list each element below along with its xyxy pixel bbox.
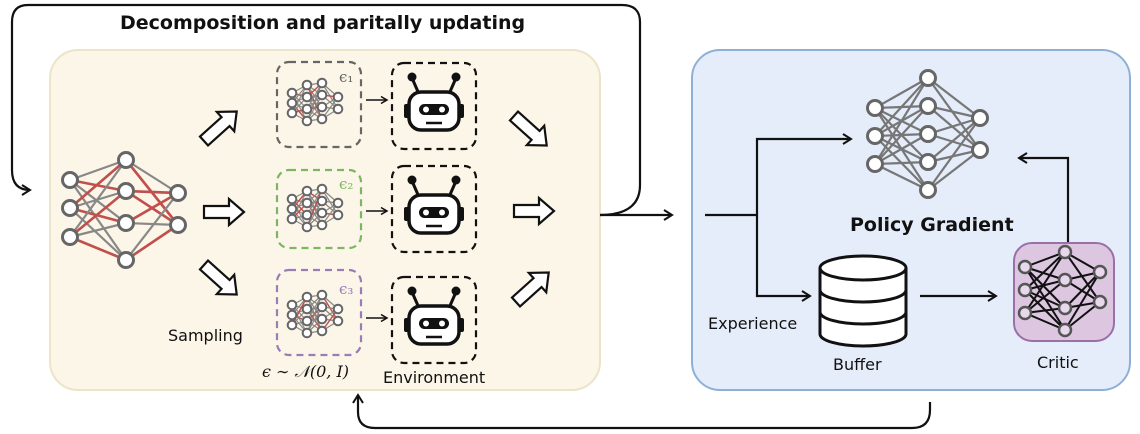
epsilon-1-label: ϵ₁ <box>339 68 354 86</box>
hollow-arrow-icon-up-right <box>510 271 550 309</box>
sample-box-2 <box>275 168 363 250</box>
neural-network-icon <box>61 151 187 269</box>
environment-box-2 <box>390 164 478 254</box>
critic-network-icon <box>1017 244 1108 338</box>
critic-to-policy-arrow <box>1017 152 1070 243</box>
hollow-arrow-icon-up-left <box>198 110 238 148</box>
experience-label: Experience <box>708 314 798 333</box>
critic-label: Critic <box>1037 353 1079 372</box>
hollow-arrow-icon-down-right <box>508 109 548 147</box>
hollow-arrow-icon-down-left <box>198 258 238 296</box>
environment-label: Environment <box>383 368 486 387</box>
environment-box-1 <box>390 61 478 151</box>
update-feedback-arrow <box>352 393 932 430</box>
policy-gradient-label: Policy Gradient <box>850 214 1014 236</box>
database-icon <box>818 254 908 348</box>
decomposition-loop-arrow <box>10 3 642 217</box>
robot-icon-1 <box>404 72 464 132</box>
policy-network-icon <box>866 69 989 199</box>
sampling-label: Sampling <box>168 326 243 345</box>
critic-box <box>1013 242 1115 342</box>
sample-box-1 <box>275 60 363 149</box>
sample-box-3 <box>275 268 363 357</box>
epsilon-3-label: ϵ₃ <box>339 280 354 298</box>
environment-box-3 <box>390 275 478 365</box>
buffer-label: Buffer <box>833 355 882 374</box>
sample-network-3 <box>286 289 344 339</box>
sample-network-1 <box>286 77 344 127</box>
experience-to-buffer-arrow <box>755 215 812 302</box>
sample-network-2 <box>286 183 344 233</box>
robot-icon-2 <box>404 175 464 235</box>
epsilon-2-label: ϵ₂ <box>339 175 354 193</box>
diagram-title: Decomposition and paritally updating <box>120 12 526 34</box>
experience-to-policy-arrow <box>755 133 853 215</box>
robot-icon-3 <box>404 286 464 346</box>
distribution-label: ϵ ∼ 𝒩(0, I) <box>262 362 350 381</box>
hollow-arrow-icon-mid-left <box>202 196 246 228</box>
hollow-arrow-icon-mid-right <box>512 195 556 227</box>
